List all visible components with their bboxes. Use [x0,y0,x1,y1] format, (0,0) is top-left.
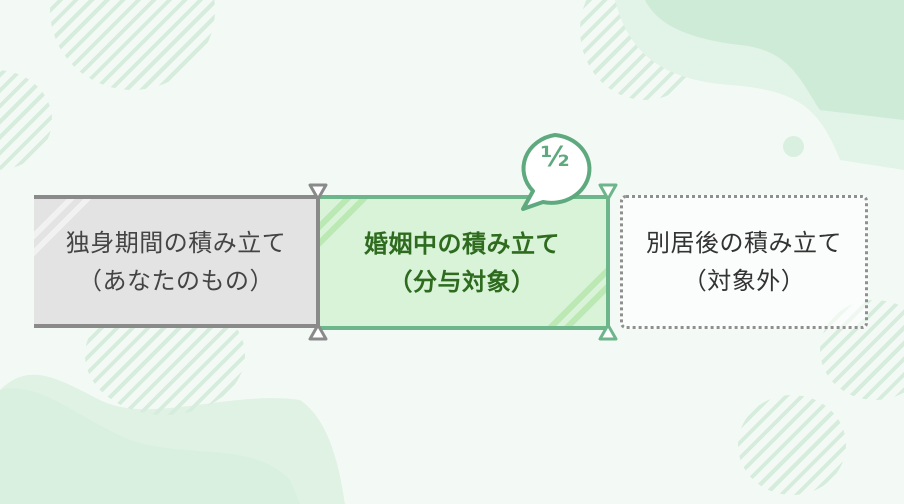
decor-blob-top-right [615,0,904,170]
segment-marriage-subtitle: （分与対象） [388,267,536,296]
segment-marriage-title: 婚姻中の積み立て [364,229,560,258]
decor-dot [783,136,804,157]
marker-up-icon [598,323,618,341]
segment-single-title: 独身期間の積み立て [65,228,287,257]
segment-after-subtitle: （対象外） [682,267,806,295]
marker-down-icon [308,183,328,201]
segment-after-title: 別居後の積み立て [646,229,842,257]
segment-marriage-period: 婚姻中の積み立て （分与対象） [318,195,606,330]
decor-blob-bottom-left [0,374,345,504]
divider-separation [606,190,610,335]
marker-down-icon [598,183,618,201]
callout-half-label: ½ [540,140,570,173]
speech-bubble-icon [521,133,592,211]
decor-stripe-circle [0,70,52,170]
divider-marriage-start [316,190,320,335]
marker-up-icon [308,323,328,341]
segment-single-period: 独身期間の積み立て （あなたのもの） [34,195,318,328]
decor-stripe-circle [50,0,215,90]
decor-stripe-circle [738,395,846,495]
segment-after-separation: 別居後の積み立て （対象外） [620,195,868,329]
segment-single-subtitle: （あなたのもの） [78,266,274,295]
